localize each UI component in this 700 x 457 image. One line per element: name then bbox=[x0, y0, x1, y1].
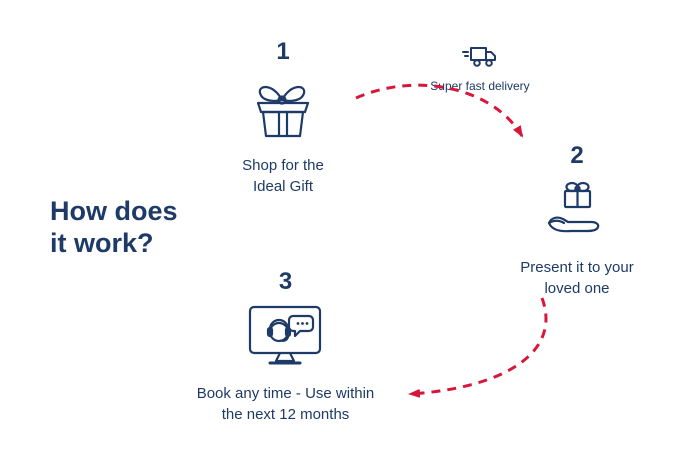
hand-holding-gift-icon bbox=[547, 181, 600, 233]
delivery-label: Super fast delivery bbox=[430, 79, 530, 93]
support-monitor-icon bbox=[248, 305, 321, 365]
step-3-caption: Book any time - Use within the next 12 m… bbox=[168, 384, 403, 425]
step-2-caption-line1: Present it to your bbox=[520, 259, 634, 276]
step-1-caption-line1: Shop for the bbox=[242, 157, 324, 174]
step-2-caption: Present it to your loved one bbox=[497, 258, 657, 299]
page-title-line1: How does bbox=[50, 196, 178, 226]
step-3: 3 Book any time - Use within the next 12… bbox=[168, 270, 403, 425]
step-3-caption-line1: Book any time - Use within bbox=[196, 385, 375, 402]
delivery-truck-icon bbox=[462, 47, 496, 67]
page-title-line2: it work? bbox=[50, 227, 154, 258]
step-3-caption-line2: the next 12 months bbox=[221, 405, 350, 423]
step-1-caption-line2: Ideal Gift bbox=[252, 177, 314, 195]
step-2: 2 Present it to your loved one bbox=[497, 144, 657, 299]
step-1: 1 Shop for the Ideal Gift bbox=[203, 40, 363, 197]
page-title: How does it work? bbox=[50, 196, 270, 260]
step-2-caption-line2: loved one bbox=[544, 279, 610, 297]
step-1-number: 1 bbox=[276, 38, 290, 65]
step-3-number: 3 bbox=[278, 268, 293, 295]
step-1-caption: Shop for the Ideal Gift bbox=[203, 156, 363, 197]
step-2-number: 2 bbox=[570, 142, 584, 169]
arrow-step2-to-step3 bbox=[408, 297, 548, 398]
delivery-badge: Super fast delivery bbox=[415, 44, 545, 93]
gift-box-icon bbox=[256, 86, 310, 138]
